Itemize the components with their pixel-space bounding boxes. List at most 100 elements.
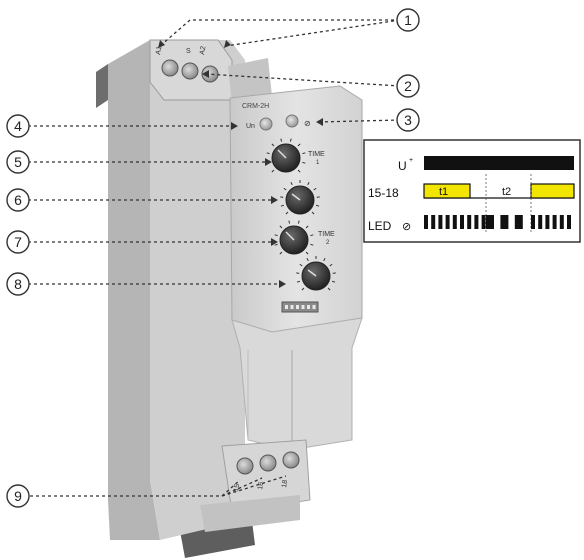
fine-dial-2[interactable] [301,261,331,291]
time-label-2: TIME [318,231,335,238]
fine-dial-2-scale [296,256,336,291]
strip-pin [296,305,299,309]
range-dial-1[interactable] [271,143,301,173]
callout-lines [28,19,401,497]
callout-number: 9 [14,488,22,504]
time-label-1: TIME [308,151,325,158]
screw-s[interactable] [181,62,199,80]
fine-dial-1[interactable] [285,185,315,215]
led-pulse [452,215,457,229]
callout-line-9c [221,475,287,497]
range-dial-2[interactable] [279,225,309,255]
arrowhead [265,158,272,166]
t2-label: t2 [502,186,511,198]
callout-line-2 [205,73,401,87]
callout-line-1a [159,19,400,47]
arrowhead [231,122,238,130]
dial-tick [288,220,291,224]
row-label-u-mark: + [409,157,413,164]
callout-badge-8: 8 [6,272,30,296]
callout-number: 6 [14,192,22,208]
model-label: CRM-2H [242,103,269,110]
time-sub-2: 2 [326,240,330,246]
callout-badge-5: 5 [6,150,30,174]
housing-step-upper [228,58,272,104]
dial-tick [279,225,283,229]
arrowhead [279,280,286,288]
callout-arrowheads [158,40,323,288]
relay-on-t1 [423,183,471,199]
dial-tick [297,169,301,173]
dial-tick [306,257,309,262]
time-sub-1: 1 [316,160,320,166]
dial-tick [323,257,326,262]
callout-number: 4 [14,118,22,134]
screw-16[interactable] [259,454,277,472]
dial-tick [297,143,301,147]
screw-a1[interactable] [161,59,179,77]
arrowhead [224,40,231,48]
led-pulse [438,215,443,229]
screw-18[interactable] [282,451,300,469]
led-pulse [531,215,535,229]
dial-tick [310,234,314,237]
housing-lower [231,317,363,451]
led-pulse [538,215,543,229]
callout-number: 3 [404,112,412,128]
strip-pin [290,305,294,309]
led-pulse [486,215,494,229]
dial-tick [274,234,278,237]
fine-dial-1-scale [280,180,320,215]
arrowhead [202,70,209,78]
timing-diagram: U + 15-18 t1 t2 LED ⊘ [363,139,581,243]
led-pulse [481,215,486,229]
strip-pin [301,305,305,309]
housing-side [108,40,160,540]
dial-tick [313,187,317,191]
dial-tick [316,204,320,207]
callout-badge-9: 9 [6,484,30,508]
led-icon: ⊘ [402,221,411,233]
led-pulse [500,215,509,229]
led-label-relay: ⊘ [304,119,311,128]
t1-label: t1 [439,186,448,198]
arrowhead [271,196,278,204]
dial-tick [271,169,275,173]
bottom-foot [200,495,300,532]
led-pulse [559,215,564,229]
terminal-label-18: 18 [281,479,289,488]
terminal-label-16: 16 [257,481,265,490]
callout-number: 8 [14,276,22,292]
led-pulse [545,215,550,229]
led-pulse [467,215,472,229]
callout-line-3 [317,119,401,123]
terminal-label-a2: A2 [199,46,207,56]
dial-tick [329,263,333,267]
connector-strip-dots [285,305,316,309]
callout-badge-3: 3 [396,108,420,132]
dial-tick [327,287,331,291]
dial-tick [307,181,310,186]
arrowhead [316,118,323,126]
dial-tick [305,225,309,229]
dial-tick [285,211,289,215]
callout-badge-7: 7 [6,230,30,254]
dial-tick [299,263,303,267]
led-label-un: Un [246,123,255,130]
callout-badge-6: 6 [6,188,30,212]
led-pulse [567,215,571,229]
din-clip-top [96,64,108,108]
dial-tick [289,138,292,142]
callout-number: 2 [404,78,412,94]
din-rail-relay: A1 S A2 CRM-2H Un ⊘ TIME 1 TIME 2 [96,39,363,558]
arrowhead [158,40,165,48]
callout-badge-2: 2 [396,74,420,98]
dial-tick [302,161,306,164]
dial-tick [279,251,283,255]
callout-badges: 1 2 3 4 5 6 7 8 9 [6,8,420,508]
led-pulse [460,215,464,229]
strip-pin [285,305,288,309]
led-pulse [424,215,428,229]
screw-15[interactable] [236,457,254,475]
callout-badge-1: 1 [396,8,420,32]
